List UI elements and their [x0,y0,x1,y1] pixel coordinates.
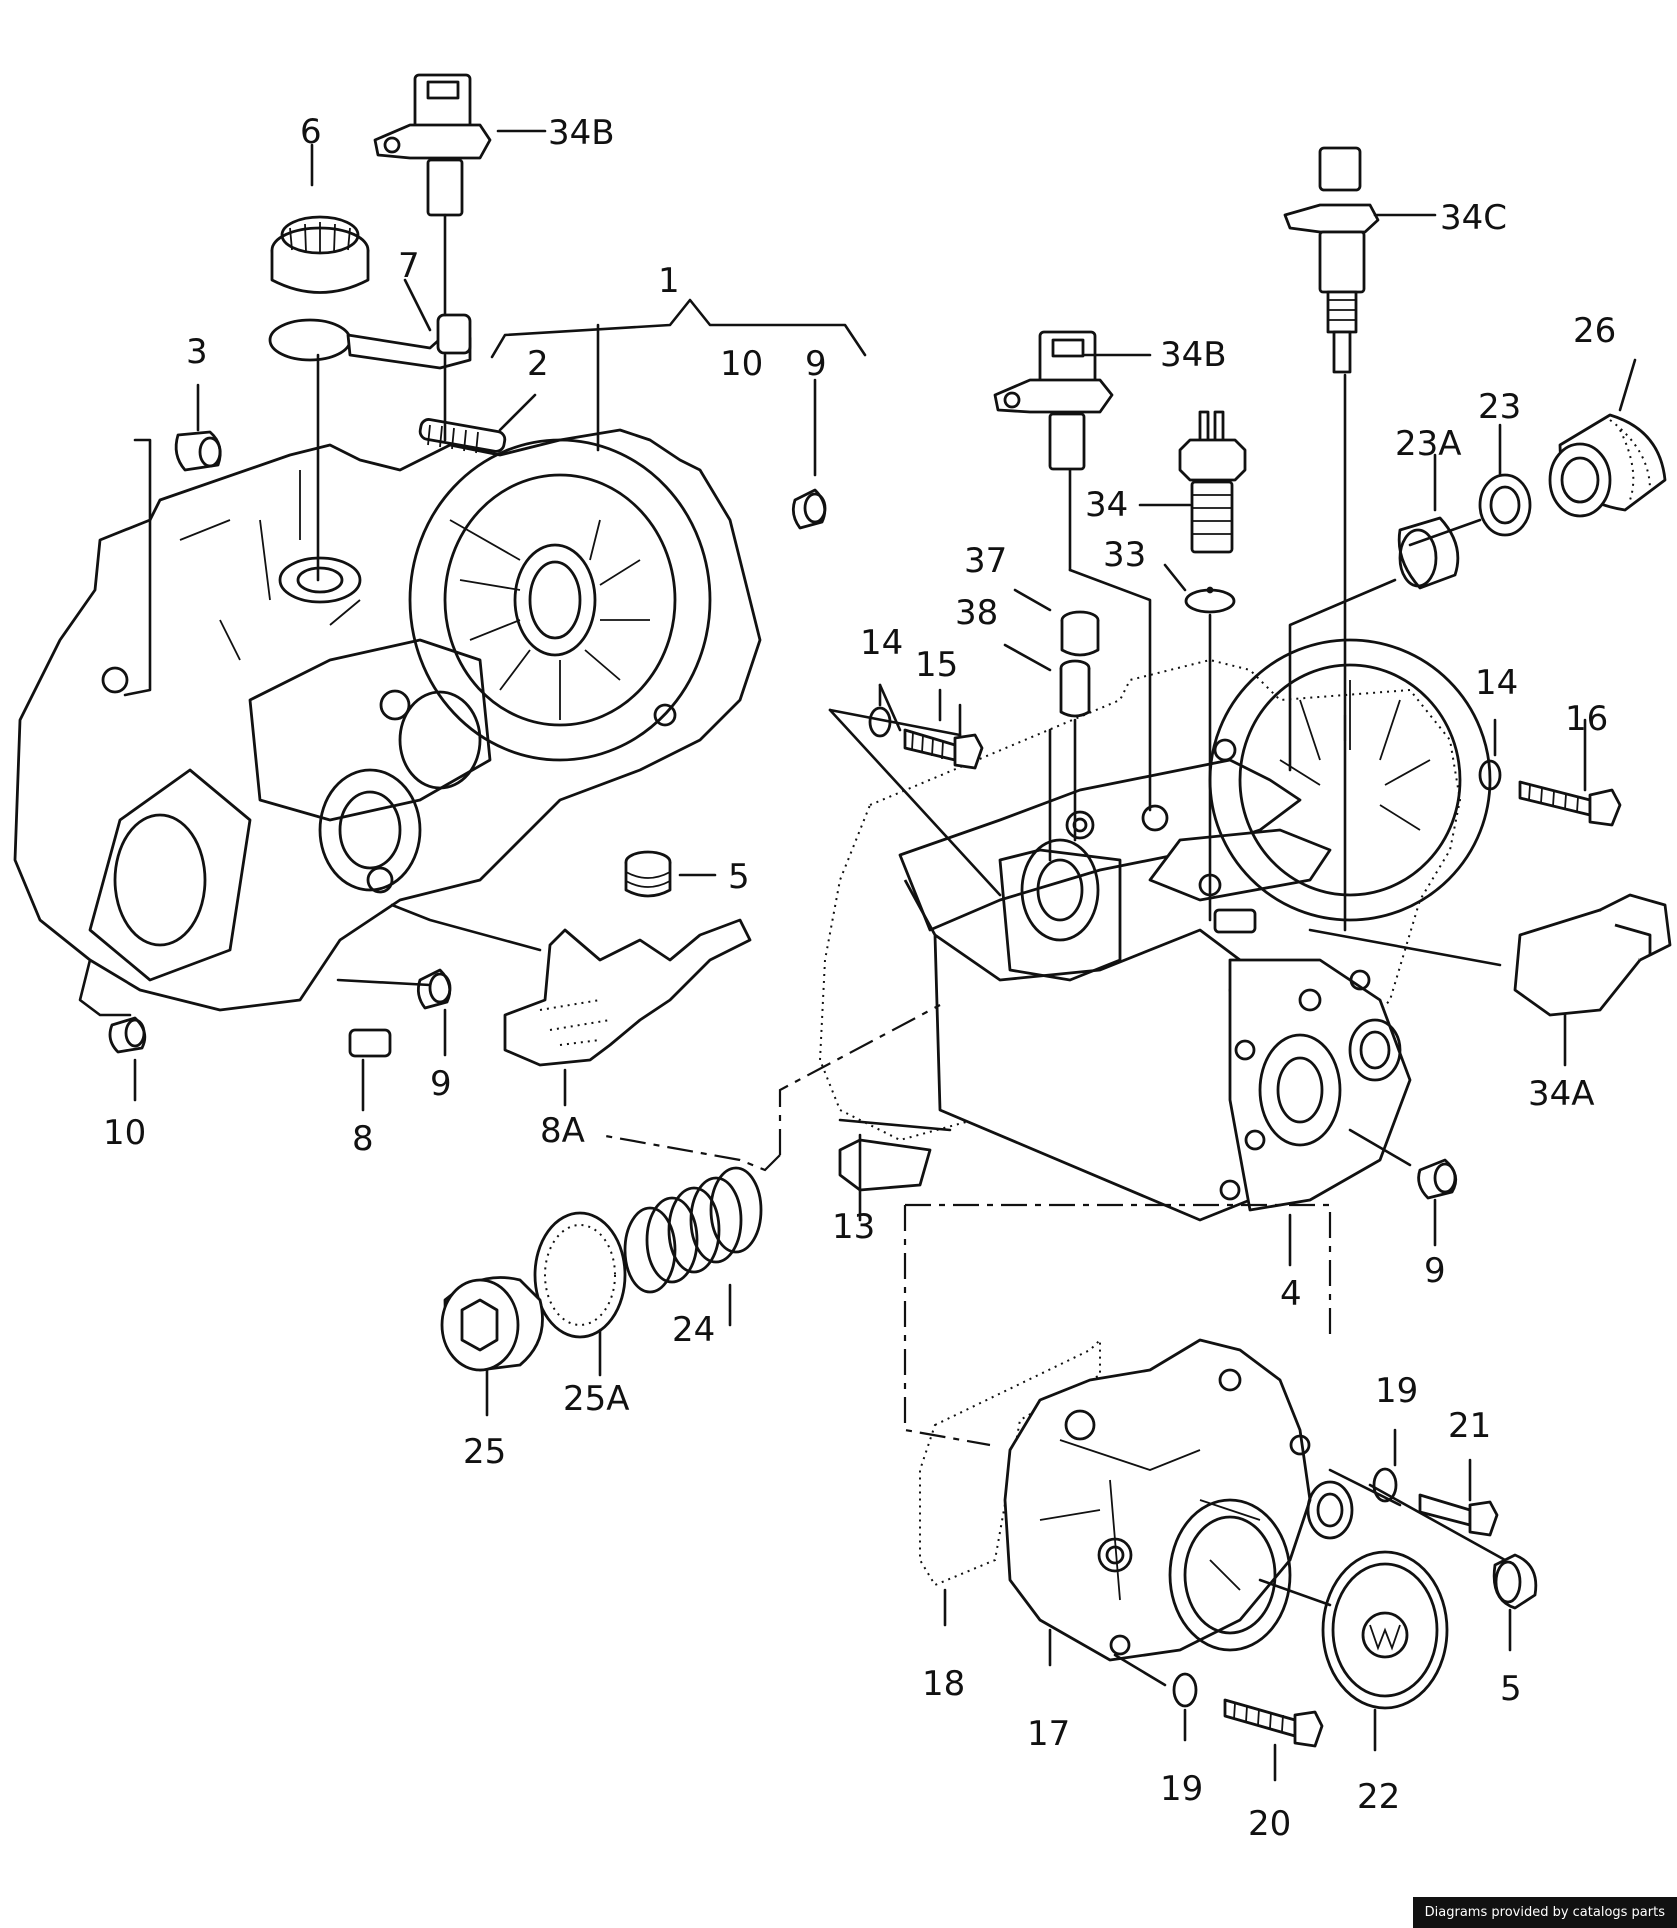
part-19-washer-top [1372,1467,1398,1503]
part-2-stud [418,418,507,454]
label-4: 4 [1280,1274,1302,1314]
part-3-plug [174,430,222,472]
left-gearbox-housing [13,428,762,1012]
label-5-left: 5 [728,857,750,897]
label-33: 33 [1103,535,1146,575]
part-20-bolt [1223,1698,1324,1748]
part-34b-sensor-left [373,73,492,217]
part-5-magnet-left [624,850,672,898]
part-25a-gasket [533,1211,627,1339]
label-9-right: 9 [1424,1251,1446,1291]
part-6-splined-ring [270,215,370,294]
leader-lines [78,129,1637,1782]
part-15-bolt [903,728,984,770]
label-10-top: 10 [720,344,763,384]
part-7-seal-bracket [268,313,472,370]
part-38-pin [1059,659,1091,718]
part-25-plug [440,1276,544,1372]
label-25a: 25A [563,1379,630,1419]
label-22: 22 [1357,1777,1400,1817]
part-8-key [348,1028,392,1058]
part-34c-sensor [1283,146,1380,374]
label-34: 34 [1085,485,1128,525]
part-26-sleeve [1548,413,1667,518]
label-2: 2 [527,344,549,384]
part-34-switch [1178,410,1247,554]
label-9-top: 9 [805,344,827,384]
label-23a: 23A [1395,424,1462,464]
part-33-seal-ring [1184,588,1236,614]
label-15: 15 [915,645,958,685]
part-9-bushing-mid [416,968,452,1010]
label-9-mid: 9 [430,1064,452,1104]
label-26: 26 [1573,311,1616,351]
label-10-left: 10 [103,1113,146,1153]
label-3: 3 [186,332,208,372]
part-16-bolt [1518,780,1622,827]
label-16: 16 [1565,699,1608,739]
part-9-bushing-right [1417,1158,1458,1200]
part-21-bolt [1418,1493,1499,1537]
label-25: 25 [463,1432,506,1472]
part-17-housing [1003,1338,1354,1662]
part-14-washer-right [1478,759,1502,791]
label-34c: 34C [1440,198,1507,238]
label-8: 8 [352,1119,374,1159]
part-23-seal [1478,473,1532,537]
label-14-right: 14 [1475,663,1518,703]
part-37-pin [1060,610,1100,657]
label-20: 20 [1248,1804,1291,1844]
part-5-magnet-lower [1492,1553,1538,1610]
part-23a-bushing [1397,516,1460,590]
label-19-bottom: 19 [1160,1769,1203,1809]
label-1: 1 [658,261,680,301]
label-34b-right: 34B [1160,335,1227,375]
right-gearbox-case [818,586,1492,1222]
part-19-washer-bottom [1172,1672,1198,1708]
label-18: 18 [922,1664,965,1704]
label-13: 13 [832,1207,875,1247]
label-6: 6 [300,112,322,152]
credit-badge: Diagrams provided by catalogs parts [1412,1897,1677,1928]
part-labels: 1 2 3 4 5 5 6 7 8 8A 9 9 9 10 10 13 14 1… [103,112,1616,1844]
label-23: 23 [1478,387,1521,427]
label-7: 7 [398,246,420,286]
part-10-bushing [108,1016,147,1054]
part-9-bushing-top [791,488,827,530]
label-8a: 8A [540,1111,585,1151]
part-34a-sensor [1513,893,1672,1017]
label-14-left: 14 [860,623,903,663]
label-34b-left: 34B [548,113,615,153]
label-38: 38 [955,593,998,633]
part-34b-sensor-right [993,330,1114,471]
label-34a: 34A [1528,1074,1595,1114]
label-5-lower: 5 [1500,1669,1522,1709]
label-24: 24 [672,1310,715,1350]
label-17: 17 [1027,1714,1070,1754]
part-22-cover [1321,1550,1449,1710]
label-37: 37 [964,541,1007,581]
label-19-top: 19 [1375,1371,1418,1411]
part-24-spring [623,1166,763,1294]
label-21: 21 [1448,1406,1491,1446]
part-8a-bracket [503,918,752,1067]
